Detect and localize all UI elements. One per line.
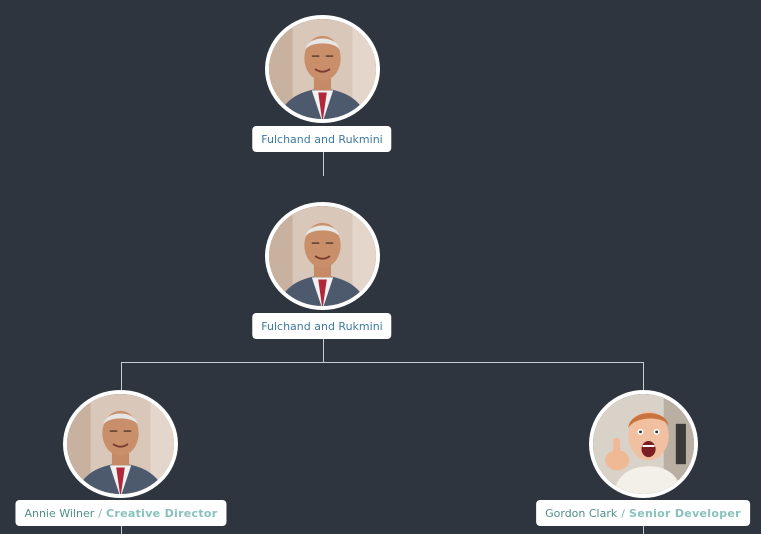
node-label[interactable]: Gordon Clark / Senior Developer	[536, 500, 750, 526]
node-label[interactable]: Fulchand and Rukmini	[252, 313, 392, 339]
connector-level2-down	[323, 339, 324, 363]
connector-root-to-level2	[323, 151, 324, 176]
node-role: Senior Developer	[628, 506, 741, 520]
node-name: Fulchand and Rukmini	[261, 132, 383, 146]
node-name: Annie Wilner	[24, 506, 95, 520]
node-label[interactable]: Annie Wilner / Creative Director	[15, 500, 227, 526]
node-name: Fulchand and Rukmini	[261, 319, 383, 333]
connector-to-child-left	[121, 362, 122, 392]
avatar[interactable]	[63, 390, 178, 498]
avatar[interactable]	[589, 390, 698, 498]
connector-child-left-down	[121, 526, 122, 534]
connector-child-right-down	[643, 526, 644, 534]
connector-to-child-right	[643, 362, 644, 392]
node-name: Gordon Clark	[545, 506, 618, 520]
name-role-separator: /	[621, 506, 625, 520]
node-label[interactable]: Fulchand and Rukmini	[252, 126, 392, 152]
avatar[interactable]	[265, 202, 380, 310]
node-role: Creative Director	[106, 506, 218, 520]
connector-horizontal-bar	[121, 362, 644, 363]
avatar[interactable]	[265, 15, 380, 123]
name-role-separator: /	[98, 506, 102, 520]
